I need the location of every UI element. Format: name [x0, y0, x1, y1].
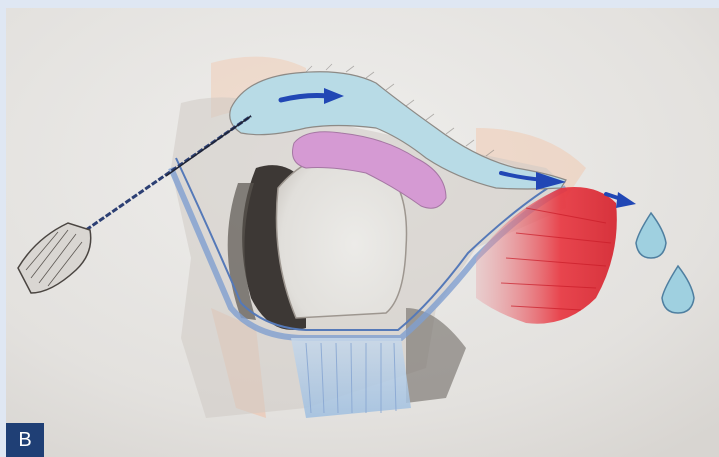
illustration-svg: [6, 8, 719, 457]
panel-label: B: [6, 423, 44, 457]
medical-illustration: [6, 8, 719, 457]
